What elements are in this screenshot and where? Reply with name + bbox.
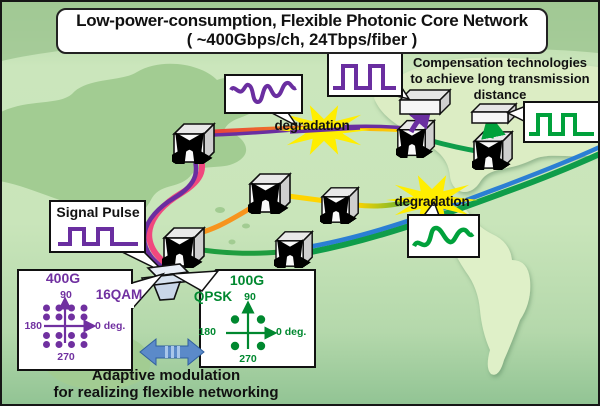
compensation-arrow-green: [481, 112, 506, 140]
qpsk-axis-270: 270: [239, 353, 257, 365]
island: [242, 223, 250, 229]
adaptive-note-line1: Adaptive modulation: [91, 367, 241, 384]
fiber-yellow-center: [287, 193, 327, 204]
modulation-swap-arrow: [139, 337, 205, 367]
degradation-bursts: [278, 105, 478, 225]
degraded-wave-box-green: [407, 200, 480, 258]
switch-node-center-east: [322, 188, 358, 222]
fiber-green-arc: [299, 151, 598, 257]
switch-node-center-west: [250, 174, 290, 212]
title-line2: ( ~400Gbps/ch, 24Tbps/fiber ): [186, 31, 418, 49]
degraded-wave-purple: [229, 80, 297, 105]
title-line1: Low-power-consumption, Flexible Photonic…: [76, 11, 528, 30]
qam16-bitrate-label: 400G: [45, 270, 81, 286]
switch-node-transmitter: [164, 228, 204, 266]
qam16-scheme-label: 16QAM: [95, 287, 143, 302]
switch-node-south-center: [276, 232, 312, 266]
square-wave-green: [529, 113, 594, 136]
signal-pulse-wave: [58, 227, 138, 246]
qpsk-panel: [169, 269, 316, 368]
qpsk-axis-0deg: 0 deg.: [276, 326, 307, 338]
switch-node-northwest: [174, 124, 214, 162]
fiber-over-burst: [289, 126, 361, 134]
qpsk-bitrate-label: 100G: [229, 272, 265, 288]
qam16-axis-180: 180: [24, 320, 42, 332]
clean-pulse-box-green: [506, 101, 598, 143]
fiber-purple-s-curve: [142, 147, 199, 276]
compensator-slab-west: [398, 88, 452, 116]
qpsk-constellation-dots: [230, 315, 266, 351]
continent-eurasia: [2, 63, 261, 251]
island: [215, 207, 225, 213]
degraded-wave-green: [411, 225, 475, 248]
qam16-axis-270: 270: [57, 351, 75, 363]
degraded-wave-box-purple: [224, 74, 303, 127]
adaptive-note-line2: for realizing flexible networking: [53, 384, 279, 401]
qam16-axis-90: 90: [60, 289, 72, 301]
fiber-blue-arc: [301, 145, 598, 251]
qam16-constellation-dots: [43, 304, 88, 348]
qam16-panel: [17, 269, 166, 371]
fiber-green-bottom: [201, 247, 281, 256]
qpsk-axis-90: 90: [244, 291, 256, 303]
degradation-label-east: degradation: [394, 194, 470, 209]
clean-pulse-box-purple: [327, 49, 411, 101]
qam16-axis-0deg: 0 deg.: [95, 320, 126, 332]
qpsk-scheme-label: QPSK: [193, 289, 233, 304]
compensation-note-line2: to achieve long transmission: [410, 71, 590, 86]
qpsk-axis-180: 180: [198, 326, 216, 338]
compensation-note-line1: Compensation technologies: [412, 55, 588, 70]
island: [228, 239, 236, 245]
constellation-panels: [17, 269, 316, 371]
compensation-note-line3: distance: [473, 87, 527, 102]
signal-pulse-label: Signal Pulse: [56, 204, 140, 220]
title-box: [56, 8, 548, 54]
degradation-label-west: degradation: [274, 118, 350, 133]
square-wave-purple: [333, 64, 396, 90]
